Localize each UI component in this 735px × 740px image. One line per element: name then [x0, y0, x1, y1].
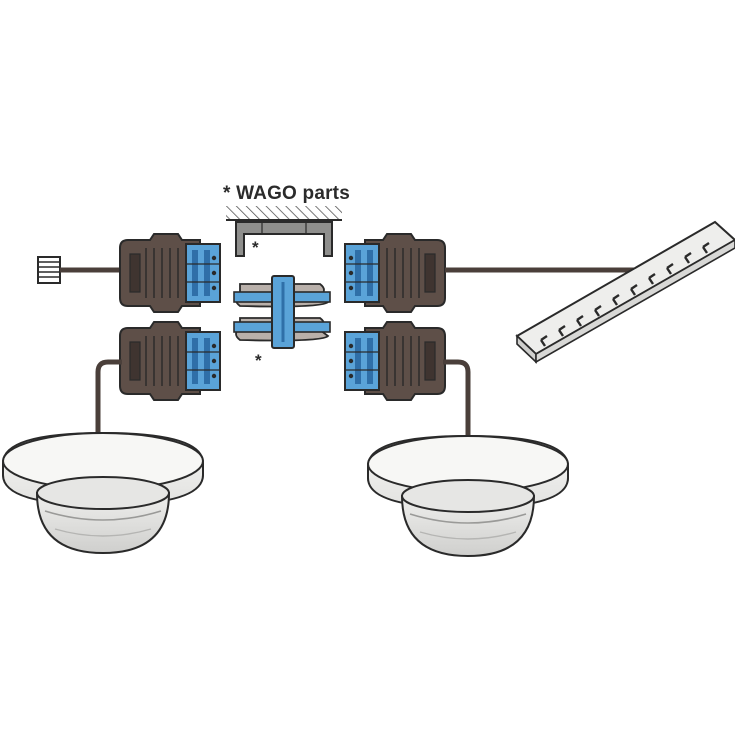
- wago-parts-label: * WAGO parts: [223, 183, 350, 204]
- bridge-connector-icon: [233, 275, 331, 349]
- mounting-bracket-icon: [226, 206, 342, 257]
- connector-male-icon: [344, 321, 446, 401]
- connector-male-icon: [344, 233, 446, 313]
- plug-icon: [37, 256, 61, 284]
- bracket-marker: *: [252, 238, 259, 257]
- sensor-cable-left: [95, 359, 122, 442]
- sensor-cable-right: [443, 359, 471, 444]
- ceiling-sensor-icon: [367, 435, 569, 557]
- connector-female-icon: [119, 233, 221, 313]
- ceiling-sensor-icon: [2, 432, 204, 554]
- bridge-marker: *: [255, 351, 262, 370]
- connector-female-icon: [119, 321, 221, 401]
- linear-light-fixture-icon: [515, 220, 735, 364]
